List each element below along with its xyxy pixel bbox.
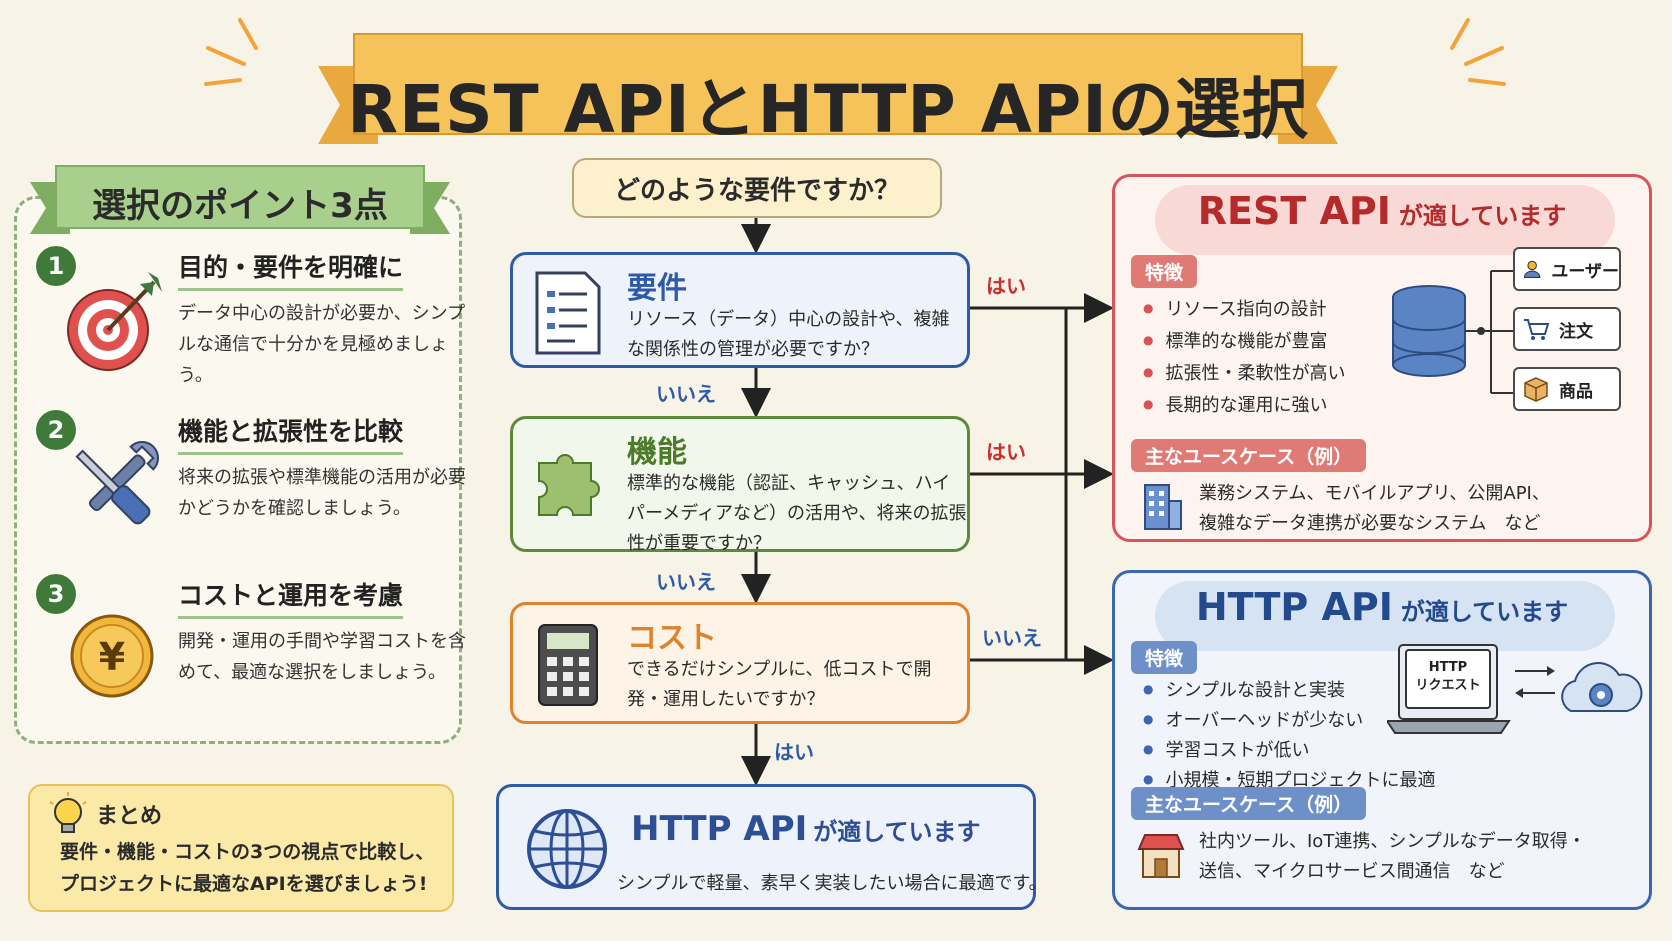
points-header-title: 選択のポイント3点 — [92, 186, 388, 226]
svg-text:¥: ¥ — [99, 635, 125, 679]
rest-usecase-text: 業務システム、モバイルアプリ、公開API、 複雑なデータ連携が必要なシステム な… — [1199, 479, 1550, 539]
http-panel-suffix: が適しています — [1400, 598, 1569, 626]
yen-coin-icon: ¥ — [70, 614, 154, 698]
entity-label: 商品 — [1559, 381, 1593, 402]
entity-label: 注文 — [1559, 321, 1593, 342]
point-item-2: 2 機能と拡張性を比較 将来の拡張や標準機能の活用が必要かどうかを確認しましょう… — [36, 410, 466, 570]
usecase-line: 複雑なデータ連携が必要なシステム など — [1199, 513, 1541, 534]
requirement-box: 要件 リソース（データ）中心の設計や、複雑な関係性の管理が必要ですか？ — [510, 252, 970, 368]
no-label-function: いいえ — [656, 570, 716, 594]
feature-item: オーバーヘッドが少ない — [1143, 705, 1435, 735]
usecase-line: 社内ツール、IoT連携、シンプルなデータ取得・ — [1199, 831, 1586, 852]
request-label-line: リクエスト — [1415, 678, 1481, 693]
no-label-requirement: いいえ — [656, 382, 716, 406]
tools-icon — [75, 441, 159, 525]
entity-product: 商品 — [1513, 367, 1621, 411]
user-icon — [1523, 260, 1541, 278]
package-box-icon — [1524, 377, 1548, 402]
rest-panel-api-name: REST API — [1197, 189, 1391, 233]
summary-text: 要件・機能・コストの3つの視点で比較し、プロジェクトに最適なAPIを選びましょう… — [60, 841, 435, 895]
shopping-cart-icon — [1524, 319, 1549, 340]
rest-feature-list: リソース指向の設計 標準的な機能が豊富 拡張性・柔軟性が高い 長期的な運用に強い — [1143, 293, 1345, 421]
yes-label-cost: はい — [774, 740, 814, 764]
entity-order: 注文 — [1513, 307, 1621, 351]
usecase-tag: 主なユースケース（例） — [1131, 787, 1367, 820]
points-header-banner: 選択のポイント3点 — [30, 160, 450, 240]
feature-item: 長期的な運用に強い — [1143, 389, 1345, 421]
point-description: データ中心の設計が必要か、シンプルな通信で十分かを見極めましょう。 — [178, 303, 466, 386]
office-building-icon — [1144, 484, 1182, 530]
lightbulb-icon — [49, 792, 87, 833]
requirement-title: 要件 — [627, 271, 687, 306]
calculator-icon — [538, 624, 598, 706]
feature-item: 拡張性・柔軟性が高い — [1143, 357, 1345, 389]
page-title: REST APIとHTTP APIの選択 — [347, 71, 1309, 148]
point-item-3: 3 ¥ コストと運用を考慮 開発・運用の手間や学習コストを含めて、最適な選択をし… — [36, 574, 466, 734]
point-title: 機能と拡張性を比較 — [178, 412, 404, 455]
http-feature-list: シンプルな設計と実装 オーバーヘッドが少ない 学習コストが低い 小規模・短期プロ… — [1143, 675, 1435, 795]
title-banner: REST APIとHTTP APIの選択 — [318, 26, 1338, 154]
features-tag: 特徴 — [1131, 641, 1198, 674]
database-icon — [1392, 270, 1513, 394]
feature-item: 学習コストが低い — [1143, 735, 1435, 765]
point-description: 将来の拡張や標準機能の活用が必要かどうかを確認しましょう。 — [178, 467, 466, 519]
rest-panel-suffix: が適しています — [1398, 202, 1567, 230]
http-result-description: シンプルで軽量、素早く実装したい場合に最適です。 — [617, 873, 1047, 894]
usecase-line: 業務システム、モバイルアプリ、公開API、 — [1199, 483, 1550, 504]
question-box: どのような要件ですか？ — [572, 158, 942, 218]
sparkle-right-icon — [1450, 18, 1506, 86]
cost-title: コスト — [627, 621, 717, 656]
feature-item: シンプルな設計と実装 — [1143, 675, 1435, 705]
feature-item: 小規模・短期プロジェクトに最適 — [1143, 765, 1435, 795]
number-badge: 2 — [36, 410, 76, 450]
http-usecase-text: 社内ツール、IoT連携、シンプルなデータ取得・ 送信、マイクロサービス間通信 な… — [1199, 827, 1586, 887]
point-title: 目的・要件を明確に — [178, 248, 404, 291]
usecase-line: 送信、マイクロサービス間通信 など — [1199, 861, 1505, 882]
entity-label: ユーザー — [1551, 261, 1619, 282]
entity-user: ユーザー — [1513, 247, 1621, 291]
point-item-1: 1 目的・要件を明確に データ中心の設計が必要か、シンプルな通信で十分かを見極め… — [36, 246, 465, 406]
summary-box: まとめ 要件・機能・コストの3つの視点で比較し、プロジェクトに最適なAPIを選び… — [28, 784, 454, 912]
yes-label-function: はい — [986, 440, 1026, 464]
http-panel-api-name: HTTP API — [1195, 585, 1393, 629]
usecase-tag: 主なユースケース（例） — [1131, 439, 1367, 472]
sparkle-left-icon — [204, 18, 258, 86]
number-badge: 1 — [36, 246, 76, 286]
target-icon — [67, 272, 162, 371]
request-label-line: HTTP — [1428, 660, 1468, 675]
number-badge: 3 — [36, 574, 76, 614]
yes-label-requirement: はい — [986, 274, 1026, 298]
http-result-api-name: HTTP API — [631, 809, 808, 849]
cost-description: できるだけシンプルに、低コストで開発・運用したいですか？ — [627, 659, 932, 710]
requirement-description: リソース（データ）中心の設計や、複雑な関係性の管理が必要ですか？ — [627, 309, 950, 360]
function-title: 機能 — [627, 435, 687, 470]
features-tag: 特徴 — [1131, 255, 1198, 288]
function-box: 機能 標準的な機能（認証、キャッシュ、ハイパーメディアなど）の活用や、将来の拡張… — [510, 416, 970, 554]
http-result-suffix: が適しています — [813, 818, 981, 846]
function-description: 標準的な機能（認証、キャッシュ、ハイパーメディアなど）の活用や、将来の拡張性が重… — [627, 473, 967, 554]
point-title: コストと運用を考慮 — [178, 576, 404, 619]
cost-box: コスト できるだけシンプルに、低コストで開発・運用したいですか？ — [510, 602, 970, 724]
no-label-cost: いいえ — [982, 626, 1042, 650]
shop-icon — [1137, 834, 1185, 878]
document-icon — [535, 271, 601, 355]
puzzle-piece-icon — [538, 454, 600, 516]
http-request-label: HTTP リクエスト — [1405, 649, 1491, 709]
title-cloud — [1155, 185, 1615, 255]
title-cloud — [1155, 581, 1615, 651]
feature-item: 標準的な機能が豊富 — [1143, 325, 1345, 357]
summary-title: まとめ — [96, 804, 163, 829]
globe-icon — [527, 809, 607, 889]
point-description: 開発・運用の手間や学習コストを含めて、最適な選択をしましょう。 — [178, 631, 466, 683]
feature-item: リソース指向の設計 — [1143, 293, 1345, 325]
